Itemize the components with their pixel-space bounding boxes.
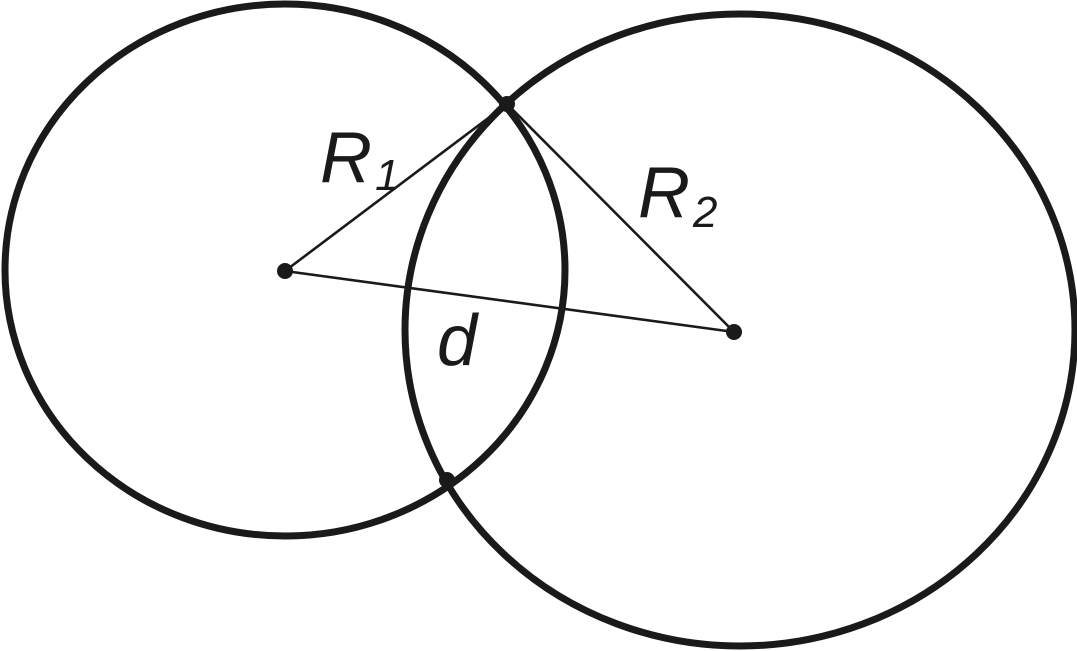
radius-1-segment xyxy=(284,102,508,273)
r2-label-sub: 2 xyxy=(692,188,717,237)
r2-label: R 2 xyxy=(638,153,717,237)
d-label: d xyxy=(437,301,479,381)
radius-2-segment xyxy=(506,103,735,333)
r1-label: R 1 xyxy=(320,118,399,200)
center-2-point xyxy=(726,324,742,340)
circle-1 xyxy=(1,0,569,540)
r1-label-main: R xyxy=(320,118,372,198)
r2-label-main: R xyxy=(638,153,690,233)
circle-2 xyxy=(401,10,1077,650)
center-1-point xyxy=(277,263,293,279)
intersection-top-point xyxy=(499,96,515,112)
r1-label-sub: 1 xyxy=(375,151,399,200)
intersection-bottom-point xyxy=(439,472,455,488)
distance-d-segment xyxy=(284,269,735,334)
